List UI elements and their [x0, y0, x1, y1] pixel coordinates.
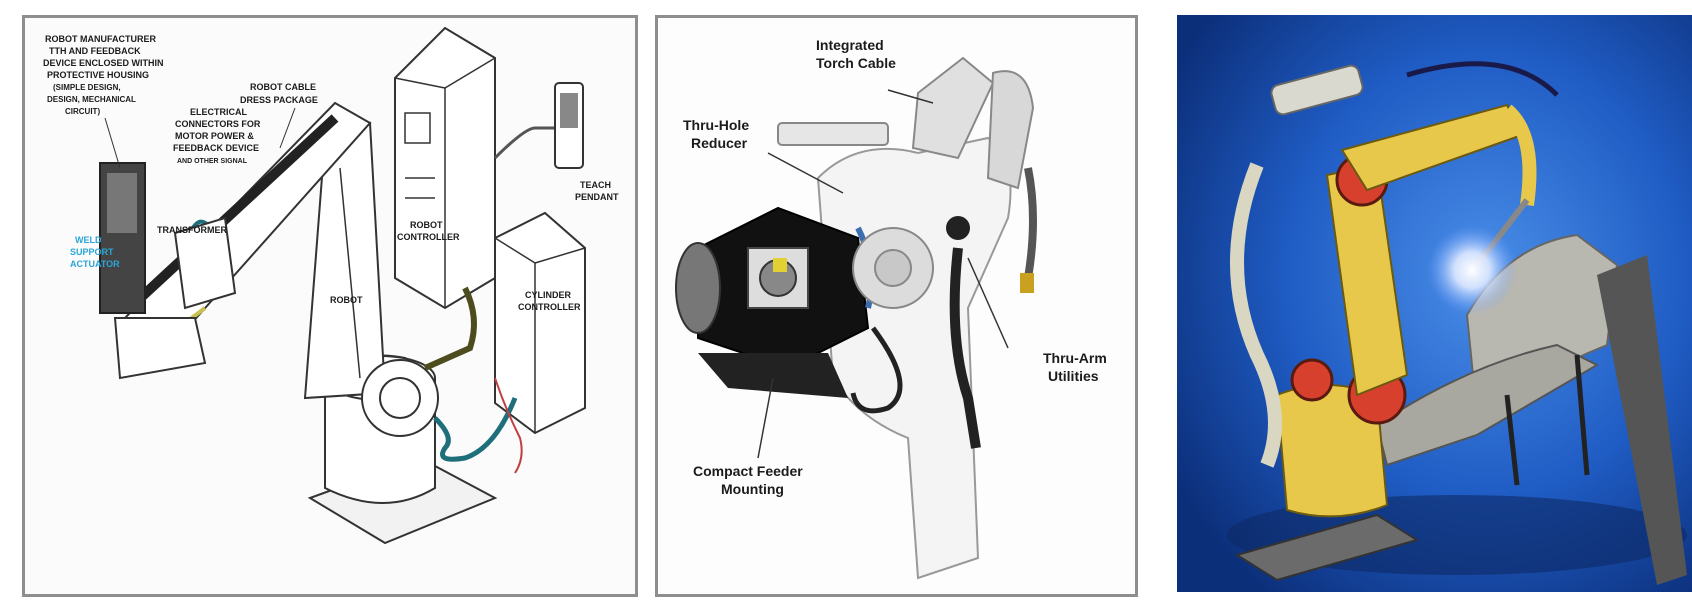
- torch-cable-housing: [777, 122, 889, 146]
- thru-arm-utility-cable: [949, 247, 981, 449]
- svg-text:DRESS PACKAGE: DRESS PACKAGE: [240, 95, 318, 105]
- cylinder-controller-box: [494, 211, 586, 435]
- svg-text:Thru-Hole: Thru-Hole: [683, 117, 749, 133]
- label-electrical-connectors: ELECTRICAL CONNECTORS FOR MOTOR POWER & …: [173, 107, 261, 165]
- svg-text:Thru-Arm: Thru-Arm: [1043, 350, 1107, 366]
- svg-text:Torch Cable: Torch Cable: [816, 55, 896, 71]
- welding-robot-photo-panel: [1177, 15, 1692, 592]
- robot-cable-dress-package: [131, 114, 339, 307]
- welding-robot-photo: [1177, 15, 1692, 592]
- label-teach-pendant: TEACH PENDANT: [575, 180, 619, 202]
- upper-arm-segment: [911, 56, 995, 160]
- svg-text:DEVICE ENCLOSED WITHIN: DEVICE ENCLOSED WITHIN: [43, 58, 164, 68]
- label-weld-support-actuator: WELD SUPPORT ACTUATOR: [70, 235, 120, 269]
- svg-text:ELECTRICAL: ELECTRICAL: [190, 107, 247, 117]
- robot-cable-bundle: [1230, 162, 1282, 468]
- robot-wrist-end: [113, 317, 207, 380]
- svg-text:CYLINDER: CYLINDER: [525, 290, 572, 300]
- svg-text:AND OTHER SIGNAL: AND OTHER SIGNAL: [177, 158, 248, 165]
- robot-system-diagram: ROBOT MANUFACTURER TTH AND FEEDBACK DEVI…: [43, 26, 619, 545]
- svg-text:PENDANT: PENDANT: [575, 192, 619, 202]
- label-thru-hole-reducer: Thru-Hole Reducer: [683, 117, 749, 151]
- label-robot-cable: ROBOT CABLE DRESS PACKAGE: [240, 82, 318, 105]
- label-transformer: TRANSFORMER: [157, 225, 227, 235]
- svg-text:DESIGN, MECHANICAL: DESIGN, MECHANICAL: [47, 95, 136, 104]
- svg-text:ROBOT CABLE: ROBOT CABLE: [250, 82, 316, 92]
- svg-text:Integrated: Integrated: [816, 37, 884, 53]
- svg-text:ACTUATOR: ACTUATOR: [70, 259, 120, 269]
- svg-text:WELD: WELD: [75, 235, 102, 245]
- svg-text:TTH AND FEEDBACK: TTH AND FEEDBACK: [49, 46, 141, 56]
- svg-text:Utilities: Utilities: [1048, 368, 1099, 384]
- label-robot-manufacturer: ROBOT MANUFACTURER TTH AND FEEDBACK DEVI…: [43, 34, 164, 116]
- svg-text:TEACH: TEACH: [580, 180, 611, 190]
- svg-text:FEEDBACK DEVICE: FEEDBACK DEVICE: [173, 143, 259, 153]
- svg-text:CONTROLLER: CONTROLLER: [397, 232, 460, 242]
- svg-text:ROBOT: ROBOT: [410, 220, 443, 230]
- robot-arm-body: [816, 136, 1012, 580]
- transformer-box: [173, 216, 237, 310]
- welding-arc-flash: [1427, 225, 1517, 315]
- label-compact-feeder-mounting: Compact Feeder Mounting: [693, 463, 803, 497]
- teal-cable: [433, 397, 518, 462]
- robot-system-diagram-panel: ROBOT MANUFACTURER TTH AND FEEDBACK DEVI…: [22, 15, 638, 597]
- svg-text:SUPPORT: SUPPORT: [70, 247, 114, 257]
- welding-torch: [1024, 167, 1037, 279]
- svg-text:Compact Feeder: Compact Feeder: [693, 463, 803, 479]
- label-thru-arm-utilities: Thru-Arm Utilities: [1043, 350, 1107, 384]
- label-cylinder-controller: CYLINDER CONTROLLER: [518, 290, 581, 312]
- fixture-post: [1597, 255, 1687, 585]
- svg-text:Mounting: Mounting: [721, 481, 784, 497]
- controller-cable: [423, 286, 477, 371]
- svg-text:ROBOT MANUFACTURER: ROBOT MANUFACTURER: [45, 34, 156, 44]
- svg-text:CONTROLLER: CONTROLLER: [518, 302, 581, 312]
- label-robot-controller: ROBOT CONTROLLER: [397, 220, 460, 242]
- feeder-mounting-bracket: [698, 353, 848, 398]
- robot-arm-closeup-panel: Integrated Torch Cable Thru-Hole Reducer…: [655, 15, 1138, 597]
- label-robot: ROBOT: [330, 295, 363, 305]
- robot-arm-closeup: Integrated Torch Cable Thru-Hole Reducer…: [675, 37, 1107, 580]
- svg-text:PROTECTIVE HOUSING: PROTECTIVE HOUSING: [47, 70, 149, 80]
- svg-text:Reducer: Reducer: [691, 135, 748, 151]
- svg-text:CONNECTORS FOR: CONNECTORS FOR: [175, 119, 261, 129]
- svg-text:MOTOR POWER &: MOTOR POWER &: [175, 131, 254, 141]
- svg-text:CIRCUIT): CIRCUIT): [65, 107, 100, 116]
- label-integrated-torch-cable: Integrated Torch Cable: [816, 37, 896, 71]
- svg-text:(SIMPLE DESIGN,: (SIMPLE DESIGN,: [53, 83, 121, 92]
- robot-base-plate: [1234, 513, 1420, 582]
